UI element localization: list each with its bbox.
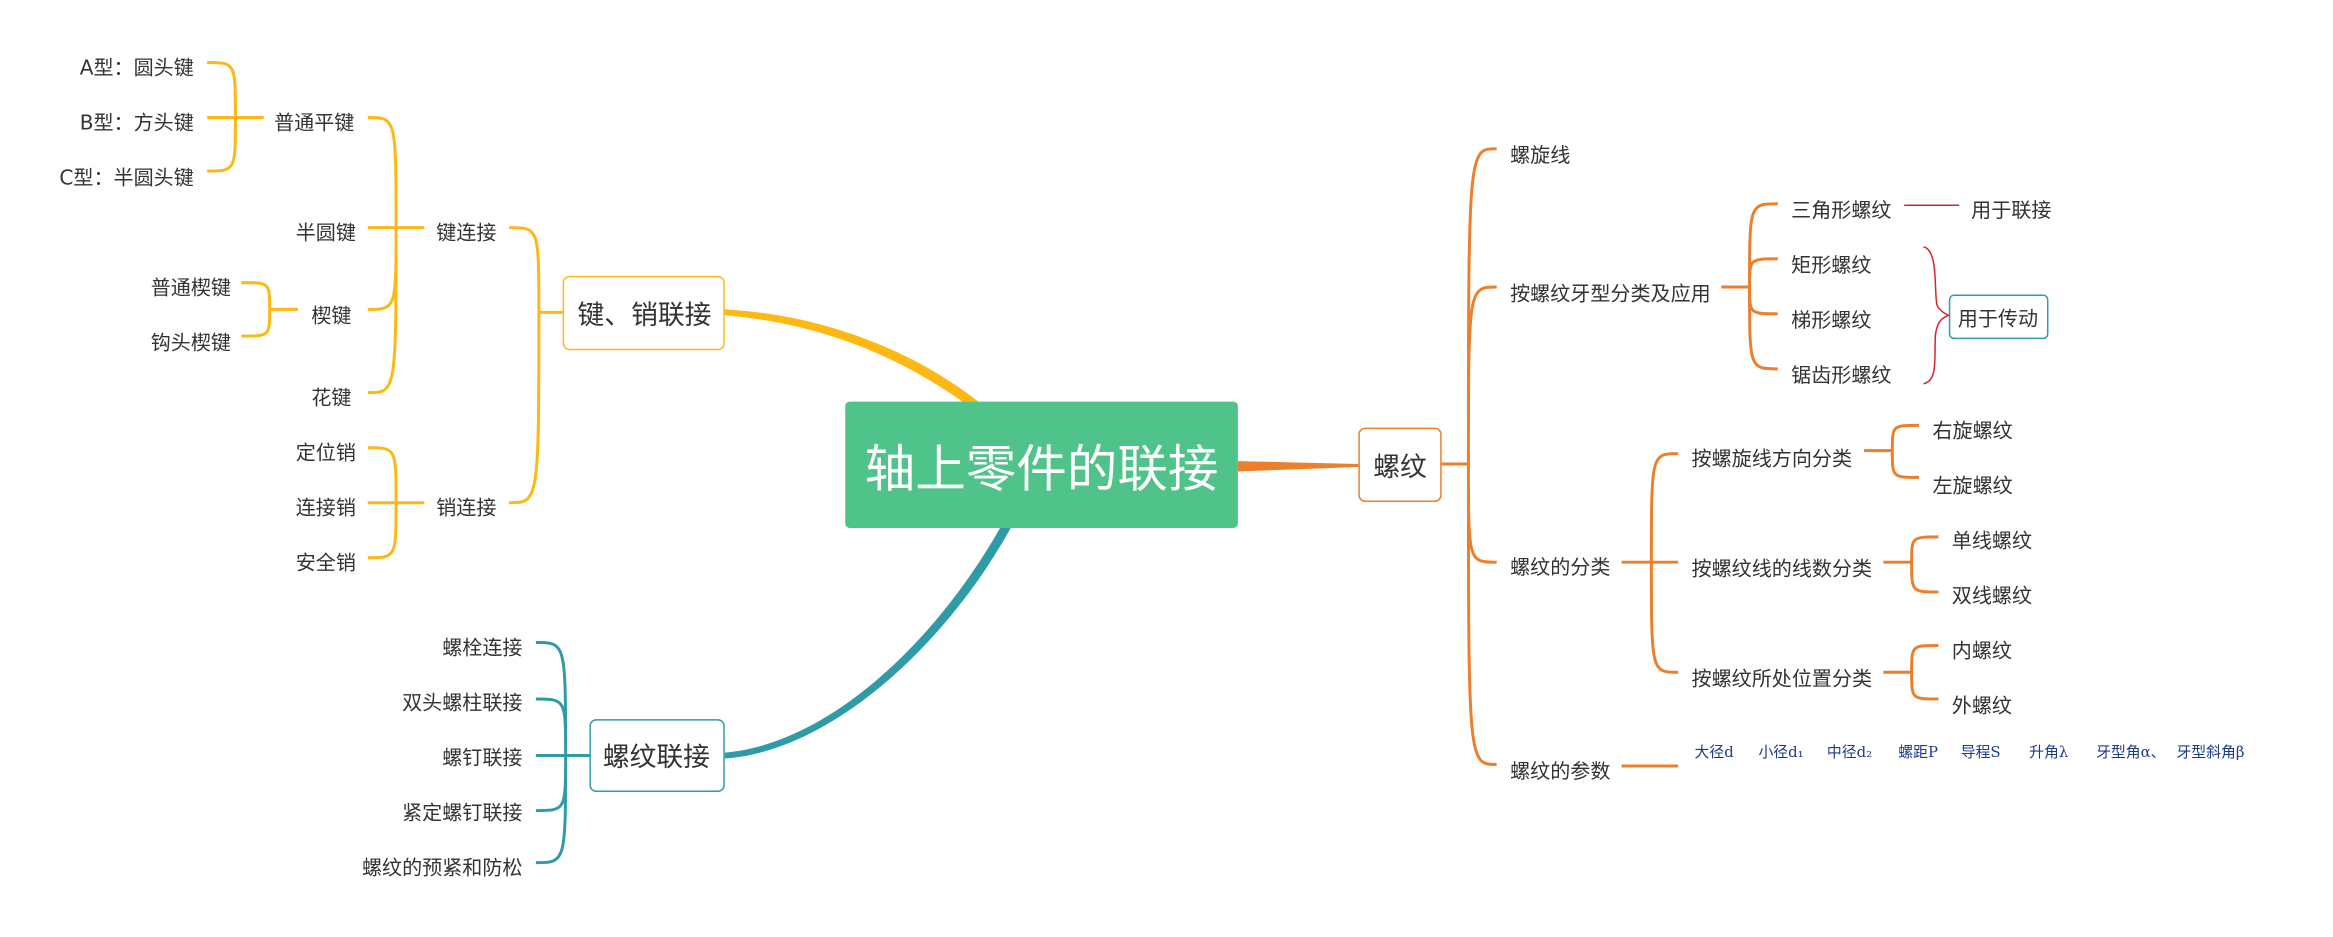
param: 中径d₂	[1827, 743, 1872, 761]
branch-bracket	[1883, 535, 1939, 594]
branch-bracket	[1441, 147, 1497, 766]
node-flat-key[interactable]: 普通平键	[274, 110, 354, 134]
svg-text:轴上零件的联接: 轴上零件的联接	[865, 439, 1219, 498]
branch-bracket	[1864, 423, 1920, 479]
branch-bracket	[1621, 452, 1679, 674]
node-helix[interactable]: 螺旋线	[1510, 143, 1570, 167]
param: 导程S	[1961, 743, 2001, 761]
note-transmit[interactable]: 用于传动	[1948, 294, 2049, 340]
branch-bracket	[207, 60, 264, 173]
node-internal[interactable]: 内螺纹	[1952, 638, 2012, 662]
param: 小径d₁	[1758, 743, 1803, 761]
node-wedge-2[interactable]: 钩头楔键	[151, 331, 231, 355]
node-tc-1[interactable]: 螺栓连接	[442, 635, 522, 659]
topic-keypin[interactable]: 键、销联接	[562, 275, 725, 351]
param: 升角λ	[2029, 743, 2068, 761]
node-profile-2[interactable]: 矩形螺纹	[1791, 253, 1871, 277]
branch-bracket	[367, 446, 425, 560]
node-lines[interactable]: 按螺纹线的线数分类	[1692, 557, 1873, 581]
param: 牙型斜角β	[2176, 743, 2244, 761]
node-pin-2[interactable]: 连接销	[296, 496, 356, 520]
node-pin[interactable]: 销连接	[436, 496, 496, 520]
branch-bracket	[535, 641, 590, 865]
svg-text:螺纹联接: 螺纹联接	[603, 742, 710, 773]
branch-bracket	[509, 226, 563, 505]
branch-bracket	[367, 116, 425, 395]
connector-thread-conn	[724, 514, 1017, 759]
node-pin-1[interactable]: 定位销	[296, 441, 356, 465]
node-left[interactable]: 左旋螺纹	[1932, 473, 2012, 497]
node-a[interactable]: A型：圆头键	[80, 55, 194, 79]
node-profile-1[interactable]: 三角形螺纹	[1791, 198, 1891, 222]
node-wedge-1[interactable]: 普通楔键	[151, 275, 231, 299]
topic-thread-conn[interactable]: 螺纹联接	[589, 719, 725, 792]
node-right[interactable]: 右旋螺纹	[1932, 418, 2012, 442]
node-wedge[interactable]: 楔键	[311, 304, 351, 328]
topic-thread[interactable]: 螺纹	[1358, 427, 1442, 502]
node-position[interactable]: 按螺纹所处位置分类	[1692, 667, 1873, 691]
note-connect[interactable]: 用于联接	[1971, 198, 2051, 222]
node-classify[interactable]: 螺纹的分类	[1510, 555, 1610, 579]
branch-bracket	[1883, 644, 1939, 701]
node-profile-3[interactable]: 梯形螺纹	[1791, 308, 1871, 332]
node-pin-3[interactable]: 安全销	[296, 551, 356, 575]
svg-text:螺纹: 螺纹	[1373, 452, 1427, 483]
connector-keypin	[724, 309, 983, 411]
branch-bracket	[241, 281, 298, 338]
node-tc-4[interactable]: 紧定螺钉联接	[402, 801, 522, 825]
svg-text:键、销联接: 键、销联接	[578, 300, 712, 331]
node-b[interactable]: B型：方头键	[80, 110, 194, 134]
node-key[interactable]: 键连接	[436, 220, 496, 244]
param: 大径d	[1694, 743, 1734, 761]
note-brace	[1923, 246, 1952, 385]
node-semi[interactable]: 半圆键	[296, 220, 356, 244]
node-profile[interactable]: 按螺纹牙型分类及应用	[1510, 281, 1711, 305]
branch-bracket	[1721, 202, 1778, 371]
node-double[interactable]: 双线螺纹	[1952, 583, 2032, 607]
node-spline[interactable]: 花键	[311, 386, 351, 410]
svg-text:用于传动: 用于传动	[1958, 307, 2038, 331]
node-tc-3[interactable]: 螺钉联接	[442, 745, 522, 769]
node-direction[interactable]: 按螺旋线方向分类	[1692, 447, 1853, 471]
node-single[interactable]: 单线螺纹	[1952, 528, 2032, 552]
node-params[interactable]: 螺纹的参数	[1510, 759, 1610, 783]
connector-thread	[1237, 461, 1359, 472]
node-external[interactable]: 外螺纹	[1952, 693, 2012, 717]
param: 螺距P	[1898, 743, 1938, 761]
central-topic[interactable]: 轴上零件的联接	[845, 401, 1238, 528]
node-tc-5[interactable]: 螺纹的预紧和防松	[362, 856, 522, 880]
node-profile-4[interactable]: 锯齿形螺纹	[1791, 363, 1891, 387]
node-c[interactable]: C型：半圆头键	[59, 165, 193, 189]
node-tc-2[interactable]: 双头螺柱联接	[402, 690, 522, 714]
param: 牙型角α、	[2096, 743, 2165, 761]
